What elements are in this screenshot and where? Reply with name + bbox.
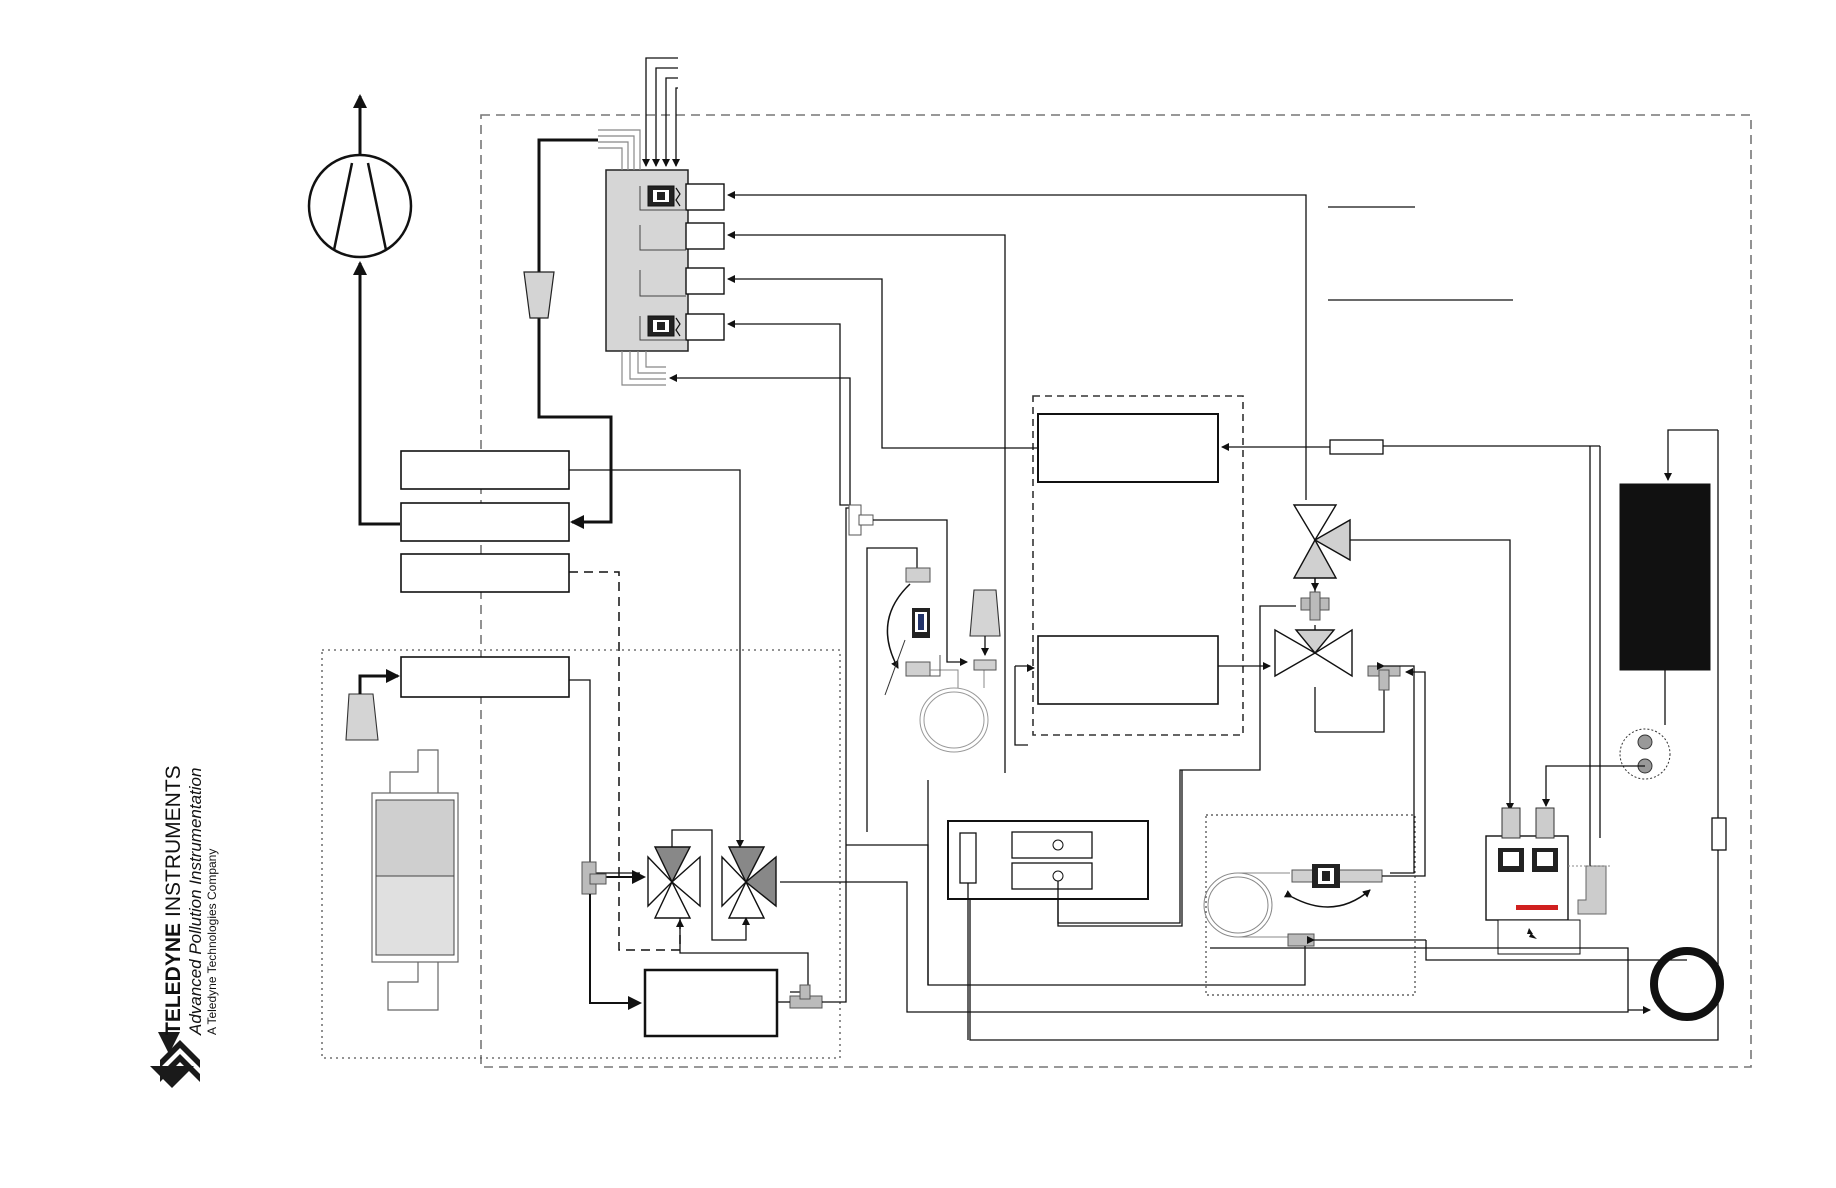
- reaction-cell-enclosure: [1032, 395, 1244, 736]
- gauge-dual-port[interactable]: [1619, 728, 1671, 780]
- three-way-valve-left-a[interactable]: [647, 846, 701, 919]
- sample-inlet-lines: [642, 57, 680, 167]
- dryer-solenoid[interactable]: [1291, 864, 1383, 888]
- line-to-manifold-port3: [727, 275, 1040, 449]
- logo-brand: TELEDYNE INSTRUMENTS: [162, 765, 185, 1035]
- dryer-coil[interactable]: [1203, 872, 1290, 938]
- reaction-cell-upper[interactable]: [1037, 413, 1219, 483]
- inline-filter-mid[interactable]: [969, 589, 1001, 637]
- charcoal-scrubber[interactable]: [371, 749, 459, 1011]
- tee-fitting-mid: [848, 504, 874, 536]
- line-to-manifold-port2: [727, 231, 1006, 773]
- logo-brand-bold: TELEDYNE: [162, 923, 185, 1035]
- solenoid-icon: [647, 185, 675, 207]
- flow-block-1[interactable]: [400, 450, 570, 490]
- manifold-top-tubes: [598, 129, 641, 170]
- manifold-bottom-tubes: [621, 351, 666, 386]
- three-way-valve-upper[interactable]: [1292, 504, 1351, 579]
- line-to-manifold-port1: [727, 191, 1307, 500]
- three-way-valve-lower[interactable]: [1274, 628, 1353, 678]
- scrubber-coil-ring[interactable]: [1650, 947, 1724, 1021]
- reaction-cell-lower[interactable]: [1037, 635, 1219, 705]
- flow-block-3[interactable]: [400, 553, 570, 593]
- solenoid-icon: [647, 315, 675, 337]
- manifold-exhaust-line: [537, 138, 613, 529]
- ozone-to-cell-line: [1221, 443, 1600, 451]
- coil-tube-mid[interactable]: [919, 687, 989, 753]
- pmt-detector-block[interactable]: [1619, 483, 1711, 671]
- tee-fitting-bottom: [789, 984, 823, 1009]
- line-to-manifold-bottom: [669, 374, 851, 505]
- teledyne-chevron-icon: [150, 1032, 200, 1088]
- three-way-valve-left-b[interactable]: [721, 846, 777, 919]
- flow-control-assembly[interactable]: [947, 820, 1149, 900]
- exhaust-filter[interactable]: [523, 271, 555, 319]
- teledyne-logo: TELEDYNE INSTRUMENTS Advanced Pollution I…: [150, 765, 219, 1088]
- logo-brand-light: INSTRUMENTS: [162, 765, 185, 917]
- ozone-line: [969, 430, 1719, 1041]
- flow-block-2[interactable]: [400, 502, 570, 542]
- small-solenoid[interactable]: [905, 567, 931, 677]
- pump-module-box[interactable]: [643, 968, 779, 1038]
- ozone-generator-assembly[interactable]: [1485, 807, 1607, 955]
- logo-subline: A Teledyne Technologies Company: [205, 849, 219, 1035]
- pump[interactable]: [307, 153, 413, 259]
- pump-inlet-line: [353, 261, 400, 526]
- tee-fitting-left: [581, 861, 607, 895]
- line-to-manifold-port4: [727, 320, 850, 506]
- scrubber-module-enclosure: [321, 649, 841, 1059]
- flow-block-4[interactable]: [400, 656, 570, 698]
- restrictor-right[interactable]: [1711, 817, 1727, 851]
- valve-manifold[interactable]: [605, 169, 725, 352]
- scrubber-filter[interactable]: [345, 693, 379, 741]
- logo-tagline: Advanced Pollution Instrumentation: [186, 768, 205, 1036]
- orifice-restrictor[interactable]: [1329, 439, 1384, 455]
- tee-fitting-right: [1367, 665, 1401, 691]
